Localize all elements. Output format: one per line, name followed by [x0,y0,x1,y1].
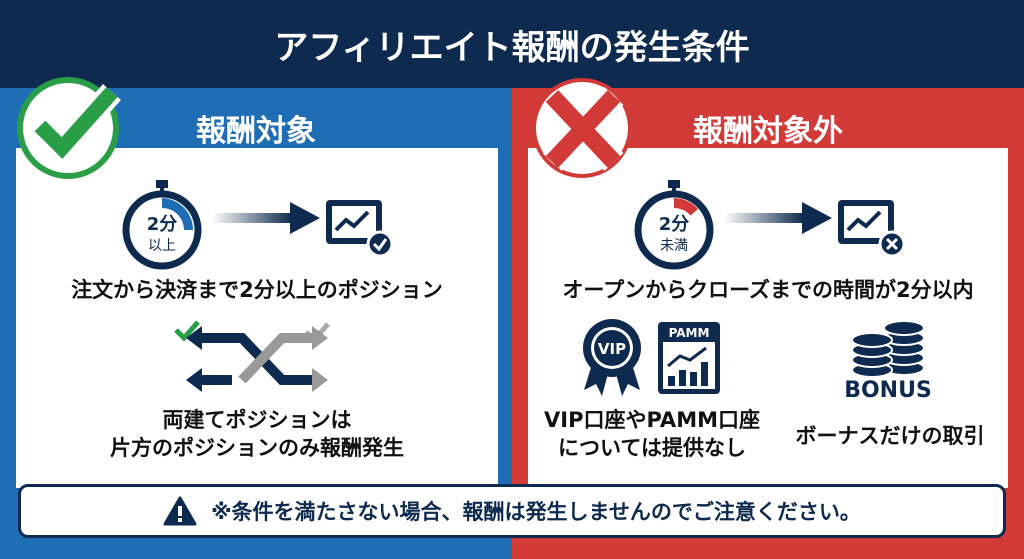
eligible-condition-hedge-line1: 両建てポジションは [162,408,352,432]
header: アフィリエイト報酬の発生条件 [0,0,1024,88]
vip-badge-icon: VIP [583,319,641,396]
warning-icon [163,496,197,526]
cross-mark-icon [532,78,632,178]
timer-text-top: 2分 [659,214,690,235]
ineligible-condition-bonus: ボーナスだけの取引 [795,424,985,448]
eligible-panel: 報酬対象 2分 以上 注文から決済まで2分以上のポジション 両建てポジションは … [0,77,512,559]
eligible-box: 2分 以上 注文から決済まで2分以上のポジション 両建てポジションは 片方のポジ… [16,148,498,488]
coins-icon [851,320,925,378]
stopwatch-icon: 2分 未満 [634,180,714,270]
hedge-swap-arrows-icon [174,320,330,392]
bonus-label: BONUS [844,378,932,403]
pamm-chart-icon: PAMM [658,322,720,394]
ineligible-box: 2分 未満 オープンからクローズまでの時間が2分以内 VIP PAMM BONU… [528,148,1008,488]
ineligible-condition-vip-line1: VIP口座やPAMM口座 [544,408,760,432]
warning-text: ※条件を満たさない場合、報酬は発生しませんのでご注意ください。 [211,500,861,524]
vip-text: VIP [598,340,626,358]
arrow-right-icon [724,202,832,234]
timer-text-bottom: 以上 [148,238,176,254]
ineligible-condition-vip-line2: については提供なし [558,436,746,460]
ineligible-heading: 報酬対象外 [693,114,843,149]
timer-text-top: 2分 [147,214,178,235]
chart-check-icon [326,200,394,258]
pamm-text: PAMM [669,326,710,340]
warning-note: ※条件を満たさない場合、報酬は発生しませんのでご注意ください。 [18,484,1006,538]
eligible-condition-hedge-line2: 片方のポジションのみ報酬発生 [110,436,404,460]
ineligible-condition-duration: オープンからクローズまでの時間が2分以内 [562,278,974,302]
ineligible-panel: 報酬対象外 2分 未満 オープンからクローズまでの時間が2分以内 VIP PAM… [512,78,1024,559]
timer-text-bottom: 未満 [660,238,688,254]
arrow-right-icon [212,202,320,234]
check-mark-icon [17,77,121,179]
eligible-condition-duration: 注文から決済まで2分以上のポジション [71,278,443,302]
eligible-heading: 報酬対象 [196,114,316,149]
chart-cross-icon [838,200,906,258]
page-title: アフィリエイト報酬の発生条件 [274,27,750,68]
stopwatch-icon: 2分 以上 [122,180,202,270]
